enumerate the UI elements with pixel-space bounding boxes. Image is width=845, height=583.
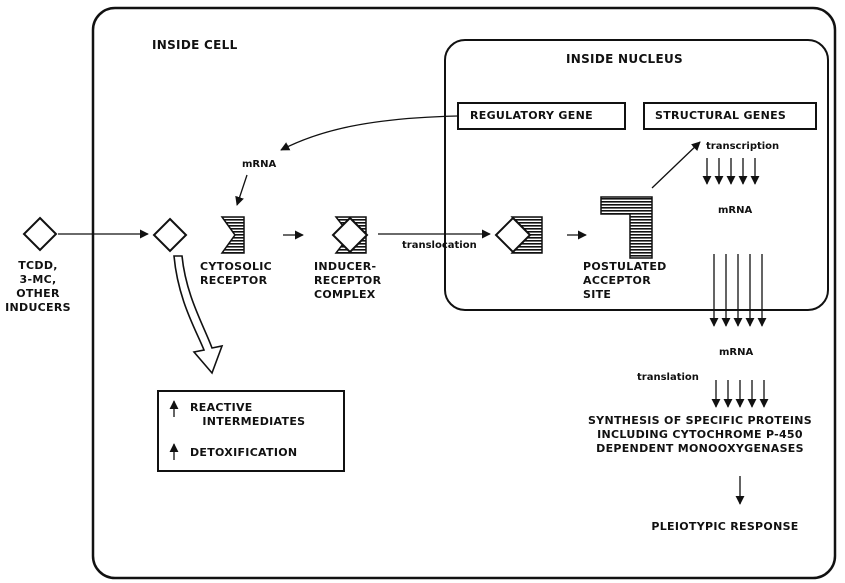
export-arrows bbox=[714, 254, 762, 326]
inside-nucleus-label: INSIDE NUCLEUS bbox=[566, 52, 683, 66]
complex-label: INDUCER- RECEPTOR COMPLEX bbox=[314, 260, 381, 302]
inducers-label: TCDD, 3-MC, OTHER INDUCERS bbox=[3, 259, 73, 315]
protein-synthesis-label: SYNTHESIS OF SPECIFIC PROTEINS INCLUDING… bbox=[555, 414, 845, 456]
inducer-diamond-inside bbox=[154, 219, 186, 251]
acceptor-site-label: POSTULATED ACCEPTOR SITE bbox=[583, 260, 667, 302]
transcription-label: transcription bbox=[706, 140, 779, 154]
cytosolic-receptor-shape bbox=[222, 217, 244, 253]
transcription-arrow bbox=[652, 142, 700, 188]
transcription-arrows bbox=[707, 158, 755, 184]
cell-boundary bbox=[93, 8, 835, 578]
structural-genes-label: STRUCTURAL GENES bbox=[655, 109, 786, 123]
regulatory-gene-label: REGULATORY GENE bbox=[470, 109, 593, 123]
acceptor-site-shape bbox=[601, 197, 652, 258]
reactive-intermediates-label: REACTIVE INTERMEDIATES bbox=[190, 401, 305, 429]
inducer-diamond-outside bbox=[24, 218, 56, 250]
mrna-feedback-label: mRNA bbox=[242, 158, 276, 172]
translocation-label: translocation bbox=[402, 239, 477, 253]
mrna-nucleus-label: mRNA bbox=[718, 204, 752, 218]
mrna-to-receptor-arrow bbox=[237, 175, 247, 205]
regulatory-feedback-arrow bbox=[281, 116, 458, 150]
pleiotypic-response-label: PLEIOTYPIC RESPONSE bbox=[620, 520, 830, 534]
translation-label: translation bbox=[637, 371, 699, 385]
cytosolic-receptor-label: CYTOSOLIC RECEPTOR bbox=[200, 260, 272, 288]
inside-cell-label: INSIDE CELL bbox=[152, 38, 238, 52]
mrna-cytoplasm-label: mRNA bbox=[719, 346, 753, 360]
detoxification-label: DETOXIFICATION bbox=[190, 446, 297, 460]
translation-arrows bbox=[716, 380, 764, 407]
